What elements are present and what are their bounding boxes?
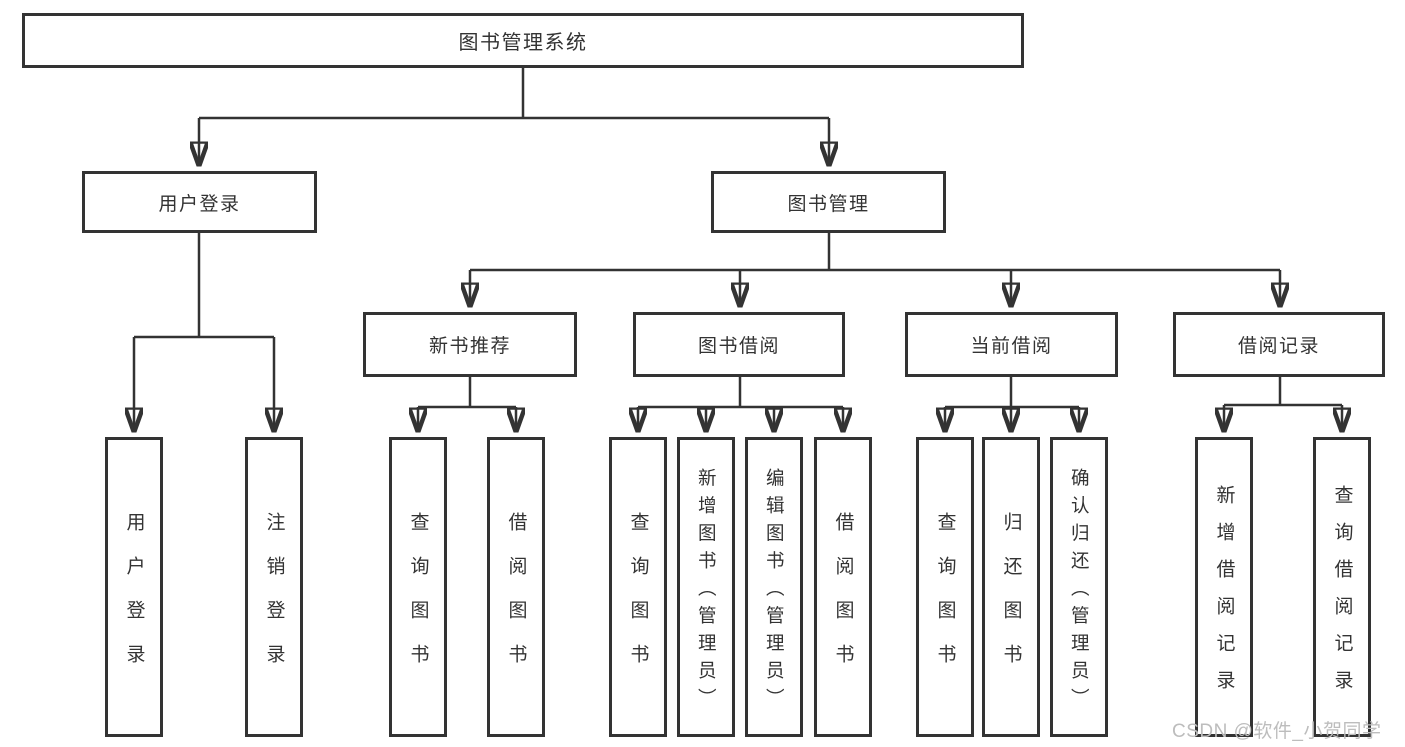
connector-book-management-trunk: [470, 233, 1280, 272]
leaf-label: 注销登录: [263, 511, 285, 688]
leaf-br-add-record: 新增借阅记录: [1195, 437, 1253, 737]
leaf-label: 归还图书: [1000, 511, 1022, 688]
node-label: 当前借阅: [970, 336, 1053, 357]
node-label: 图书借阅: [697, 336, 780, 357]
leaf-bb-borrow-books: 借阅图书: [814, 437, 872, 737]
leaf-label: 查询借阅记录: [1331, 485, 1353, 707]
leaf-label: 查询图书: [934, 511, 956, 688]
leaf-label: 编辑图书（管理员）: [764, 467, 786, 716]
node-label: 用户登录: [158, 193, 241, 215]
connector-borrow-record-trunk: [1224, 377, 1342, 407]
connector-new-book-trunk: [418, 377, 516, 409]
leaf-label: 新增图书（管理员）: [696, 467, 718, 716]
leaf-cb-query-books: 查询图书: [916, 437, 974, 737]
leaf-bb-add-books-admin: 新增图书（管理员）: [677, 437, 735, 737]
node-new-book-recommend: 新书推荐: [363, 312, 577, 377]
node-label: 借阅记录: [1237, 336, 1320, 357]
connector-book-borrow-trunk: [638, 377, 843, 409]
node-book-management: 图书管理: [711, 171, 946, 233]
leaf-label: 用户登录: [123, 511, 145, 688]
node-book-borrow: 图书借阅: [633, 312, 845, 377]
connector-root-trunk: [199, 68, 829, 120]
node-label: 新书推荐: [428, 336, 511, 357]
node-borrow-record: 借阅记录: [1173, 312, 1385, 377]
node-root-system: 图书管理系统: [22, 13, 1024, 68]
leaf-label: 查询图书: [627, 511, 649, 688]
leaf-logout: 注销登录: [245, 437, 303, 737]
node-current-borrow: 当前借阅: [905, 312, 1118, 377]
leaf-nb-borrow-books: 借阅图书: [487, 437, 545, 737]
leaf-label: 新增借阅记录: [1213, 485, 1235, 707]
leaf-label: 借阅图书: [505, 511, 527, 688]
csdn-watermark: CSDN @软件_小贺同学: [1172, 721, 1382, 742]
node-user-login: 用户登录: [82, 171, 317, 233]
leaf-label: 确认归还（管理员）: [1069, 467, 1091, 716]
leaf-bb-query-books: 查询图书: [609, 437, 667, 737]
connector-user-login-trunk: [134, 233, 274, 339]
connector-current-borrow-trunk: [945, 377, 1079, 409]
node-label: 图书管理系统: [458, 32, 588, 54]
leaf-label: 借阅图书: [832, 511, 854, 688]
leaf-nb-query-books: 查询图书: [389, 437, 447, 737]
leaf-user-login: 用户登录: [105, 437, 163, 737]
leaf-label: 查询图书: [407, 511, 429, 688]
leaf-bb-edit-books-admin: 编辑图书（管理员）: [745, 437, 803, 737]
node-label: 图书管理: [787, 193, 870, 215]
leaf-cb-confirm-return-admin: 确认归还（管理员）: [1050, 437, 1108, 737]
leaf-cb-return-books: 归还图书: [982, 437, 1040, 737]
leaf-br-query-record: 查询借阅记录: [1313, 437, 1371, 737]
